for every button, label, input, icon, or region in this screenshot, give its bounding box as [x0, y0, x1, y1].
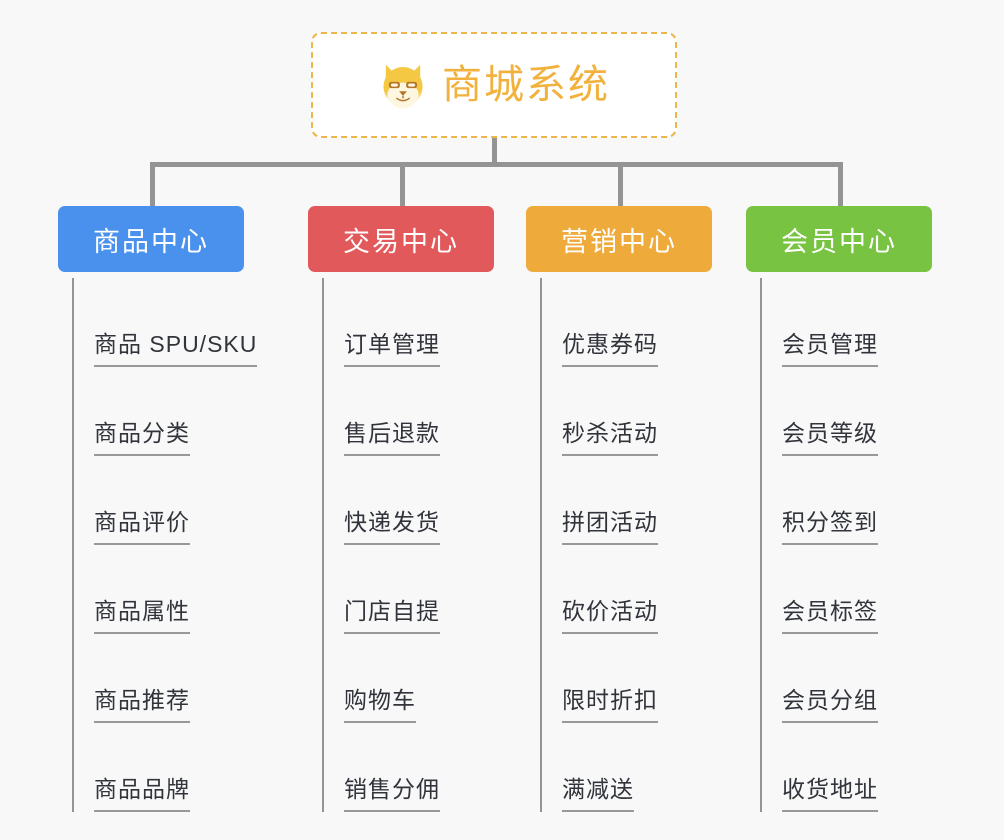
category-box-1[interactable]: 交易中心 — [308, 206, 494, 272]
connector-drop-4 — [838, 162, 843, 208]
list-item[interactable]: 商品属性 — [74, 545, 257, 634]
item-label: 快递发货 — [344, 508, 440, 545]
item-list-2: 优惠券码 秒杀活动 拼团活动 砍价活动 限时折扣 满减送 — [540, 278, 658, 812]
category-label-1: 交易中心 — [343, 226, 459, 257]
list-item[interactable]: 销售分佣 — [324, 723, 440, 812]
list-item[interactable]: 砍价活动 — [542, 545, 658, 634]
item-label: 收货地址 — [782, 775, 878, 812]
root-node-content: 商城系统 — [378, 60, 610, 110]
category-box-0[interactable]: 商品中心 — [58, 206, 244, 272]
item-label: 砍价活动 — [562, 597, 658, 634]
list-item[interactable]: 订单管理 — [324, 278, 440, 367]
list-item[interactable]: 快递发货 — [324, 456, 440, 545]
list-item[interactable]: 商品评价 — [74, 456, 257, 545]
item-list-0: 商品 SPU/SKU 商品分类 商品评价 商品属性 商品推荐 商品品牌 — [72, 278, 258, 812]
connector-drop-2 — [400, 162, 405, 208]
item-label: 积分签到 — [782, 508, 878, 545]
category-box-2[interactable]: 营销中心 — [526, 206, 712, 272]
list-item[interactable]: 秒杀活动 — [542, 367, 658, 456]
item-label: 商品 SPU/SKU — [94, 330, 258, 367]
item-label: 优惠券码 — [562, 330, 658, 367]
list-item[interactable]: 满减送 — [542, 723, 658, 812]
connector-drop-1 — [150, 162, 155, 208]
item-label: 商品品牌 — [94, 775, 190, 812]
category-label-2: 营销中心 — [561, 226, 677, 257]
item-label: 会员管理 — [782, 330, 878, 367]
item-label: 购物车 — [344, 686, 416, 723]
page-title: 商城系统 — [442, 63, 610, 107]
item-label: 商品评价 — [94, 508, 190, 545]
category-label-0: 商品中心 — [93, 226, 209, 257]
shiba-dog-icon — [383, 64, 423, 109]
list-item[interactable]: 购物车 — [324, 634, 440, 723]
item-label: 售后退款 — [344, 419, 440, 456]
list-item[interactable]: 商品分类 — [74, 367, 257, 456]
item-label: 会员分组 — [782, 686, 878, 723]
list-item[interactable]: 会员分组 — [762, 634, 878, 723]
list-item[interactable]: 优惠券码 — [542, 278, 658, 367]
item-label: 销售分佣 — [344, 775, 440, 812]
root-node-card[interactable]: 商城系统 — [311, 32, 677, 138]
list-item[interactable]: 会员管理 — [762, 278, 878, 367]
item-label: 拼团活动 — [562, 508, 658, 545]
category-label-3: 会员中心 — [781, 226, 897, 257]
item-label: 限时折扣 — [562, 686, 658, 723]
list-item[interactable]: 拼团活动 — [542, 456, 658, 545]
item-label: 商品推荐 — [94, 686, 190, 723]
list-item[interactable]: 商品品牌 — [74, 723, 257, 812]
list-item[interactable]: 积分签到 — [762, 456, 878, 545]
list-item[interactable]: 会员等级 — [762, 367, 878, 456]
connector-bus — [150, 162, 843, 167]
item-label: 会员标签 — [782, 597, 878, 634]
item-list-1: 订单管理 售后退款 快递发货 门店自提 购物车 销售分佣 — [322, 278, 440, 812]
item-label: 会员等级 — [782, 419, 878, 456]
item-label: 订单管理 — [344, 330, 440, 367]
connector-trunk — [492, 138, 497, 164]
item-list-3: 会员管理 会员等级 积分签到 会员标签 会员分组 收货地址 — [760, 278, 878, 812]
item-label: 商品属性 — [94, 597, 190, 634]
item-label: 满减送 — [562, 775, 634, 812]
list-item[interactable]: 收货地址 — [762, 723, 878, 812]
list-item[interactable]: 限时折扣 — [542, 634, 658, 723]
list-item[interactable]: 商品 SPU/SKU — [74, 278, 258, 367]
item-label: 秒杀活动 — [562, 419, 658, 456]
item-label: 商品分类 — [94, 419, 190, 456]
list-item[interactable]: 门店自提 — [324, 545, 440, 634]
list-item[interactable]: 商品推荐 — [74, 634, 257, 723]
list-item[interactable]: 售后退款 — [324, 367, 440, 456]
item-label: 门店自提 — [344, 597, 440, 634]
list-item[interactable]: 会员标签 — [762, 545, 878, 634]
category-box-3[interactable]: 会员中心 — [746, 206, 932, 272]
connector-drop-3 — [618, 162, 623, 208]
